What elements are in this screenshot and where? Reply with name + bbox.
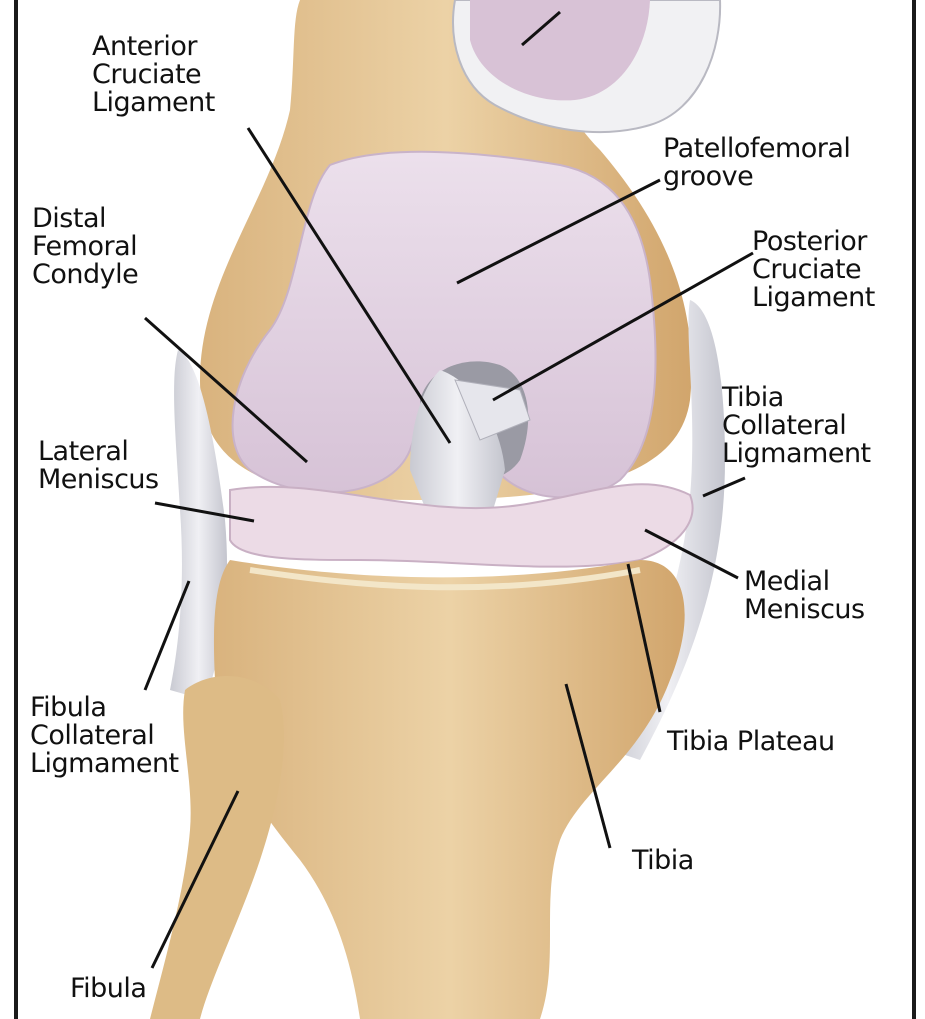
label-tibia-plateau: Tibia Plateau — [667, 728, 835, 756]
label-fibula: Fibula — [70, 975, 146, 1003]
tibia — [214, 560, 685, 1019]
label-tibia: Tibia — [632, 847, 694, 875]
